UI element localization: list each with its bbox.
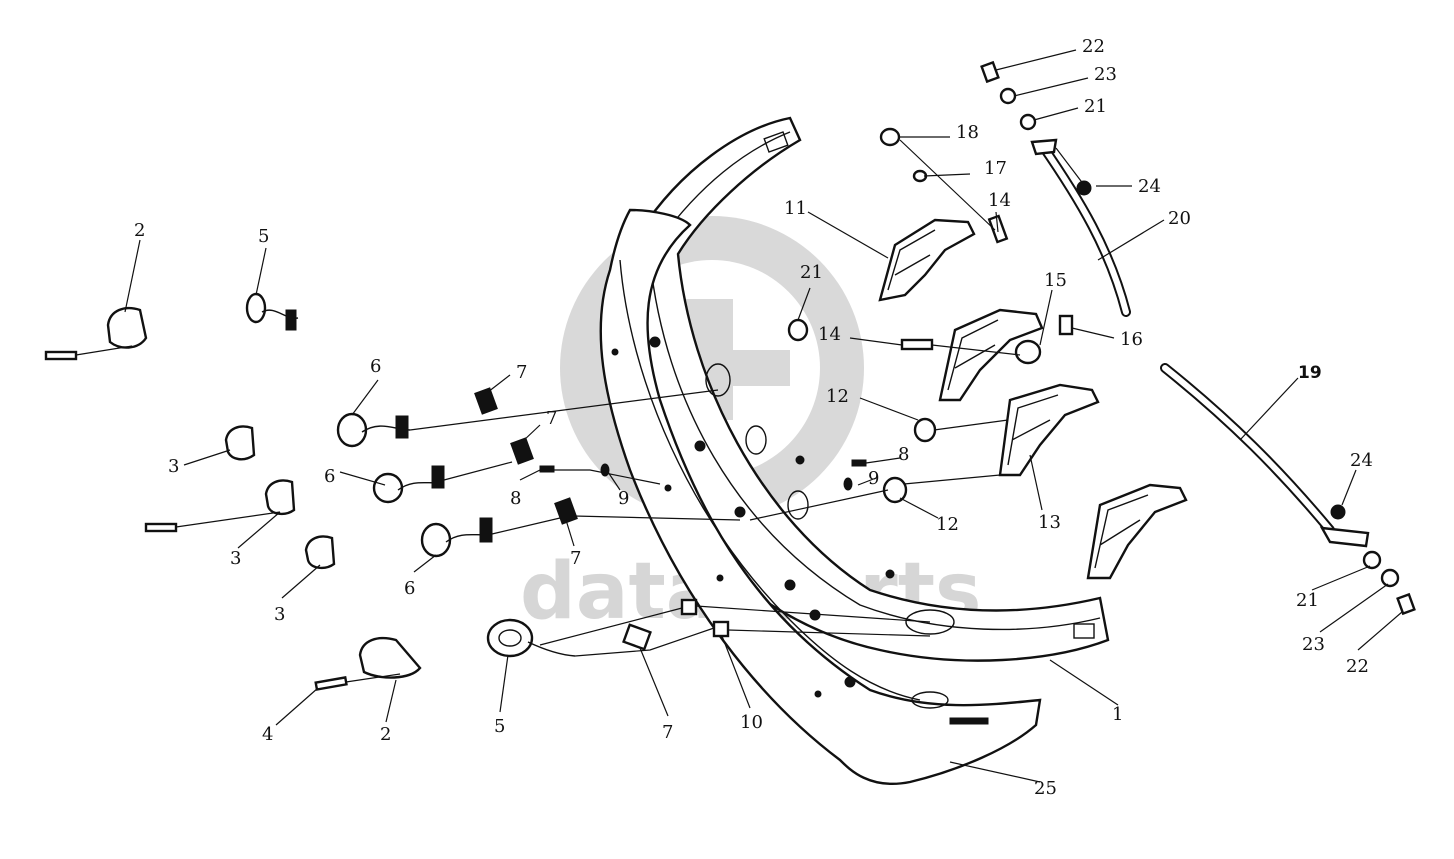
label-part-7: 7	[570, 548, 581, 569]
label-part-20: 20	[1168, 208, 1191, 229]
bracket-part-11	[878, 218, 976, 302]
label-part-9: 9	[618, 488, 629, 509]
label-part-17: 17	[984, 158, 1007, 179]
label-part-25: 25	[1034, 778, 1057, 799]
label-part-2: 2	[134, 220, 145, 241]
cap-part-2-a	[106, 306, 148, 349]
cap-part-3-b	[264, 479, 296, 516]
latch-part-5-b	[486, 618, 534, 658]
label-part-6: 6	[404, 578, 415, 599]
label-part-7: 7	[546, 408, 557, 429]
label-part-19: 19	[1298, 363, 1322, 383]
label-part-16: 16	[1120, 329, 1143, 350]
label-part-21: 21	[800, 262, 823, 283]
cap-part-3-a	[224, 425, 256, 461]
label-part-22: 22	[1346, 656, 1369, 677]
label-part-3: 3	[274, 604, 285, 625]
label-part-3: 3	[168, 456, 179, 477]
label-part-7: 7	[516, 362, 527, 383]
cap-part-2-b	[358, 636, 422, 679]
label-part-6: 6	[370, 356, 381, 377]
label-part-7: 7	[662, 722, 673, 743]
label-part-23: 23	[1094, 64, 1117, 85]
label-part-12: 12	[826, 386, 849, 407]
label-part-22: 22	[1082, 36, 1105, 57]
left-parts	[106, 292, 576, 679]
lower-skirt-part-25	[599, 208, 1042, 785]
latch-part-6-a	[336, 412, 368, 448]
latch-part-6-b	[372, 472, 404, 504]
label-part-10: 10	[740, 712, 763, 733]
label-part-21: 21	[1084, 96, 1107, 117]
label-part-5: 5	[494, 716, 505, 737]
label-part-5: 5	[258, 226, 269, 247]
bracket-part-13-a	[938, 308, 1044, 402]
latch-part-6-c	[420, 522, 452, 558]
shield-assembly	[599, 116, 1110, 785]
label-part-21: 21	[1296, 590, 1319, 611]
label-part-8: 8	[510, 488, 521, 509]
label-part-11: 11	[784, 198, 807, 219]
label-part-8: 8	[898, 444, 909, 465]
label-part-15: 15	[1044, 270, 1067, 291]
latch-part-5-a	[245, 292, 267, 324]
label-part-13: 13	[1038, 512, 1061, 533]
label-part-18: 18	[956, 122, 979, 143]
label-part-2: 2	[380, 724, 391, 745]
brackets	[878, 218, 1188, 580]
label-part-23: 23	[1302, 634, 1325, 655]
cap-part-3-c	[304, 535, 336, 570]
label-part-24: 24	[1138, 176, 1161, 197]
label-part-4: 4	[262, 724, 273, 745]
label-part-12: 12	[936, 514, 959, 535]
rails	[1030, 138, 1370, 548]
hardware	[44, 60, 1416, 691]
rail-part-19	[1160, 363, 1335, 535]
label-part-14: 14	[988, 190, 1011, 211]
label-part-1: 1	[1112, 704, 1123, 725]
label-part-24: 24	[1350, 450, 1373, 471]
leader-lines	[75, 49, 1403, 783]
label-part-9: 9	[868, 468, 879, 489]
label-part-14: 14	[818, 324, 841, 345]
label-part-3: 3	[230, 548, 241, 569]
bracket-part-13-b	[998, 383, 1100, 477]
callout-labels: 2 5 6 7 7 3 6 8 9 3 7 6 3 4 2 5 7 10 11 …	[134, 36, 1373, 799]
label-part-6: 6	[324, 466, 335, 487]
